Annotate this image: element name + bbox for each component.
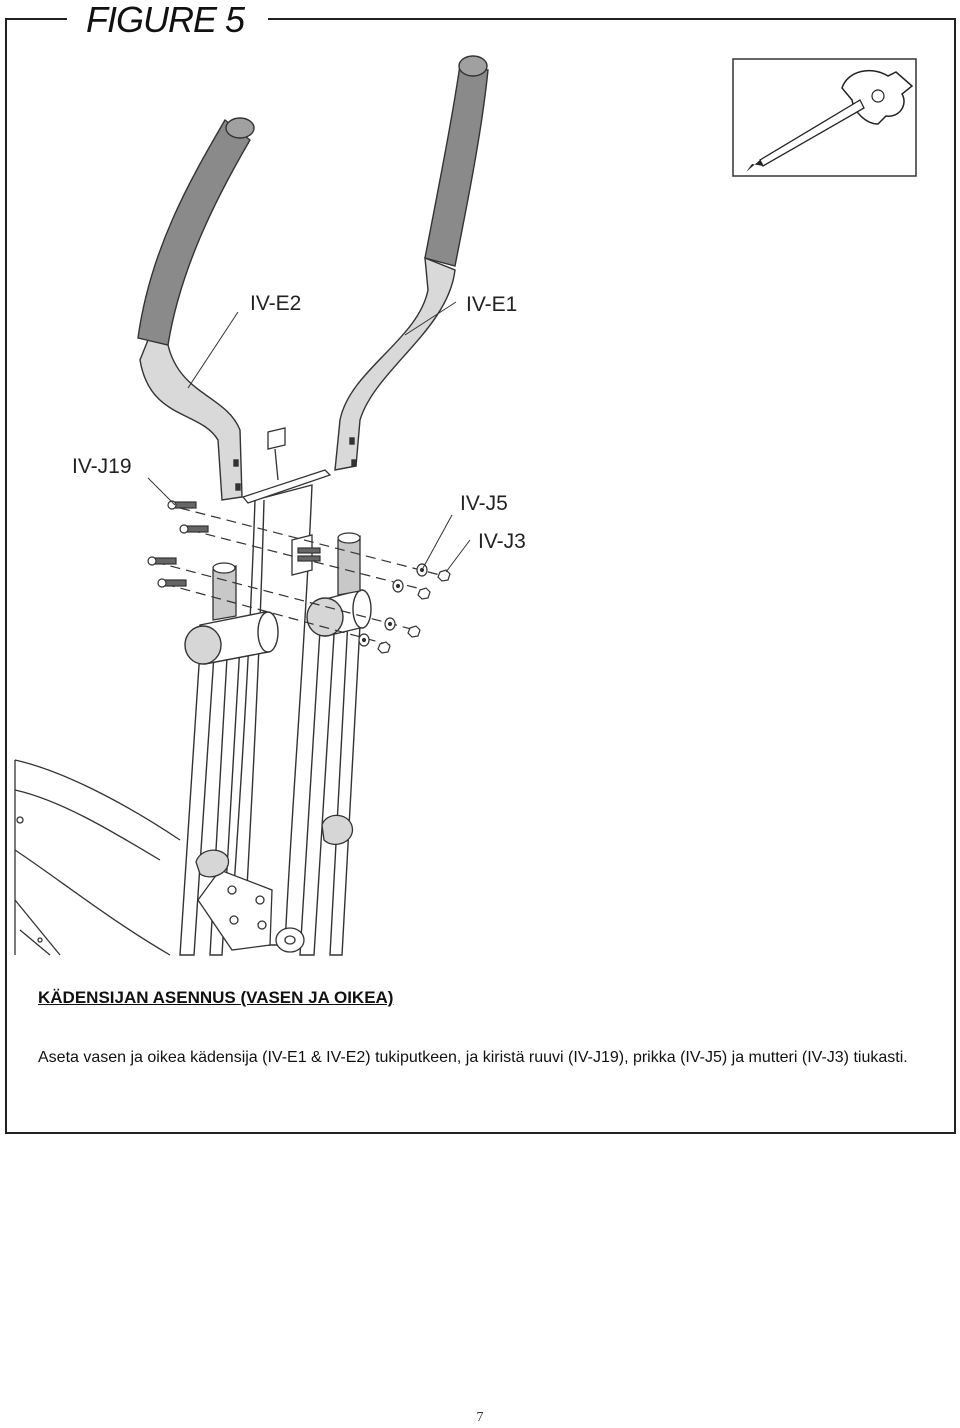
frame-top-left-line bbox=[5, 18, 67, 20]
label-iv-j3: IV-J3 bbox=[478, 530, 526, 553]
console-mount-plate bbox=[241, 427, 332, 576]
label-iv-e1: IV-E1 bbox=[466, 293, 517, 316]
figure-title: FIGURE 5 bbox=[86, 0, 245, 40]
lower-bracket bbox=[195, 814, 354, 953]
frame-top-right-line bbox=[268, 18, 956, 20]
nut-iv-j3 bbox=[377, 569, 451, 654]
left-handlebar-iv-e2 bbox=[137, 117, 255, 501]
figure-frame bbox=[5, 18, 956, 1134]
page-number: 7 bbox=[476, 1410, 484, 1425]
support-tubes bbox=[179, 484, 361, 956]
pivot-cylinders bbox=[184, 589, 372, 665]
washer-iv-j5 bbox=[358, 563, 428, 647]
label-iv-j19: IV-J19 bbox=[72, 455, 132, 478]
label-iv-j5: IV-J5 bbox=[460, 492, 508, 515]
instruction-body: Aseta vasen ja oikea kädensija (IV-E1 & … bbox=[38, 1049, 908, 1066]
label-iv-e2: IV-E2 bbox=[250, 292, 301, 315]
wrench-screwdriver-tool-icon bbox=[732, 58, 917, 177]
assembly-diagram: IV-E2 IV-E1 IV-J19 IV-J5 IV-J3 bbox=[14, 55, 917, 956]
machine-base-frame bbox=[14, 759, 181, 956]
bolt-iv-j19 bbox=[147, 500, 321, 588]
leader-lines bbox=[147, 301, 471, 573]
right-handlebar-iv-e1 bbox=[334, 55, 489, 471]
instruction-heading: KÄDENSIJAN ASENNUS (VASEN JA OIKEA) bbox=[38, 988, 394, 1007]
fasteners bbox=[147, 500, 451, 654]
